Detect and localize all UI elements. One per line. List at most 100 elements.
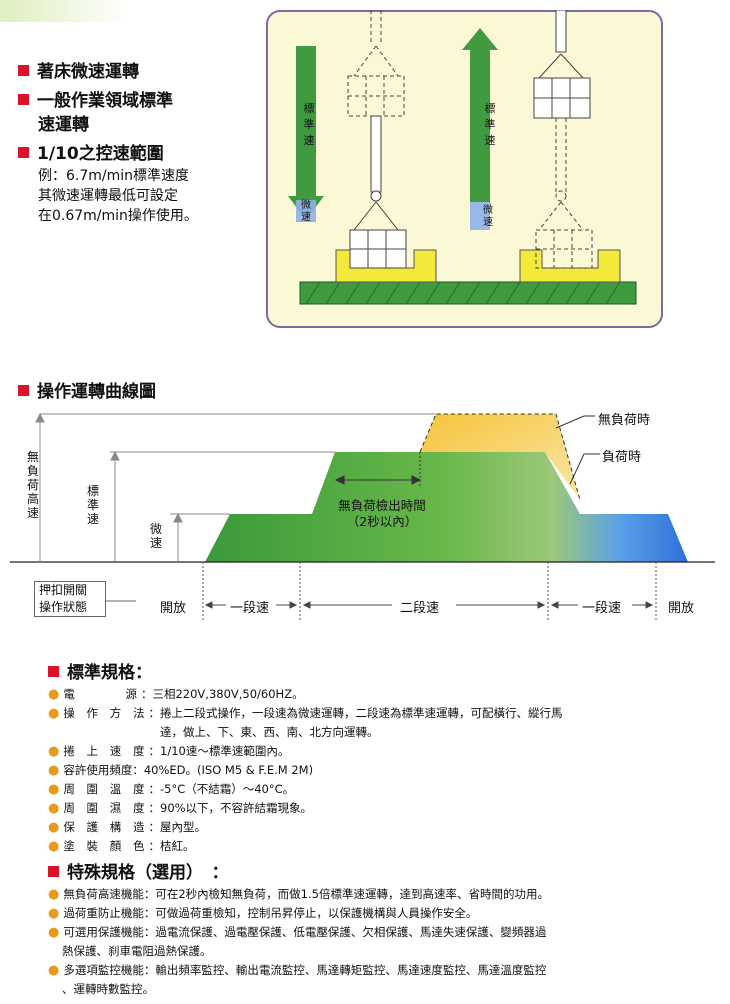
hoist-illustration — [288, 10, 637, 305]
bullet-dot-icon: ● — [48, 887, 60, 902]
down-arrow-label: 標 準 速 — [303, 101, 315, 149]
feature-example-line: 其微速運轉最低可設定 — [38, 188, 178, 204]
spec-value-cont: 達，做上、下、東、西、南、北方向運轉。 — [160, 725, 379, 739]
bullet-square-icon — [18, 65, 29, 76]
legend-leader-load — [569, 453, 600, 485]
spec-item: ●操 作 方 法：捲上二段式操作，一段速為微速運轉，二段速為標準速運轉，可配橫行… — [48, 703, 563, 724]
spec-label: 塗 裝 顏 色 — [63, 839, 149, 853]
state-label: 一段速 — [230, 601, 270, 616]
base-right — [519, 249, 621, 283]
bullet-dot-icon: ● — [48, 925, 60, 940]
label-char: 微 — [301, 200, 311, 211]
bullet-dot-icon: ● — [48, 801, 60, 816]
spec-label: 電 源 — [63, 687, 141, 701]
feature-text: 1/10之控速範圍 — [37, 144, 164, 164]
hook-dashed-right — [535, 118, 593, 269]
top-accent — [0, 0, 130, 22]
state-label: 開放 — [160, 601, 187, 616]
special-item: ●無負荷高速機能：可在2秒內檢知無負荷，而做1.5倍標準速運轉，達到高速率、省時… — [48, 884, 549, 905]
label-char: 標 — [303, 102, 315, 115]
feature-example-line: 在0.67m/min操作使用。 — [38, 208, 198, 224]
bullet-dot-icon: ● — [48, 763, 60, 778]
no-load-area — [420, 414, 580, 500]
bullet-dot-icon: ● — [48, 963, 60, 978]
bullet-dot-icon: ● — [48, 820, 60, 835]
y-label-standard-speed: 標準速 — [87, 484, 100, 526]
spec-value: 1/10速～標準速範圍內。 — [160, 744, 290, 758]
up-arrow-tip-label: 微 速 — [482, 205, 494, 229]
state-dividers — [202, 562, 657, 620]
up-arrow-icon — [462, 28, 498, 230]
bullet-dot-icon: ● — [48, 839, 60, 854]
bullet-square-icon — [48, 666, 59, 677]
special-heading-colon: ： — [194, 863, 229, 883]
special-text: 無負荷高速機能：可在2秒內檢知無負荷，而做1.5倍標準速運轉，達到高速率、省時間… — [63, 887, 549, 901]
feature-1: 著床微速運轉 — [18, 60, 139, 84]
spec-value: 桔紅。 — [160, 839, 195, 853]
spec-value: -5°C（不結霜）～40°C。 — [160, 782, 295, 796]
feature-2: 一般作業領域標準 — [18, 89, 173, 113]
spec-value: 40%ED。(ISO M5 & F.E.M 2M) — [143, 763, 314, 777]
label-char: 速 — [483, 217, 493, 228]
spec-heading-text: 標準規格 — [67, 663, 135, 683]
special-item: ●過荷重防止機能：可做過荷重檢知，控制吊昇停止，以保護機構與人員操作安全。 — [48, 903, 477, 924]
special-text: 過荷重防止機能：可做過荷重檢知，控制吊昇停止，以保護機構與人員操作安全。 — [63, 906, 478, 920]
bullet-dot-icon: ● — [48, 687, 60, 702]
spec-label: 捲 上 速 度 — [63, 744, 149, 758]
bullet-dot-icon: ● — [48, 744, 60, 759]
special-heading: 特殊規格（選用） ： — [48, 858, 229, 883]
level-arrows — [35, 412, 183, 562]
hook-solid-right — [533, 10, 591, 119]
operation-curve — [10, 412, 715, 620]
spec-item: ●周 圍 溫 度：-5°C（不結霜）～40°C。 — [48, 779, 294, 800]
special-item: ●多選項監控機能：輸出頻率監控、輸出電流監控、馬達轉矩監控、馬達速度監控、馬達溫… — [48, 960, 546, 981]
bullet-dot-icon: ● — [48, 706, 60, 721]
floor-hatch — [305, 281, 621, 305]
special-item: ●可選用保護機能：過電流保護、過電壓保護、低電壓保護、欠相保護、馬達失速保護、變… — [48, 922, 546, 943]
spec-item: ●容許使用頻度：40%ED。(ISO M5 & F.E.M 2M) — [48, 763, 314, 778]
spec-item: ●塗 裝 顏 色：桔紅。 — [48, 836, 195, 857]
detect-span-arrow — [334, 452, 422, 488]
bullet-square-icon — [18, 147, 29, 158]
state-label: 二段速 — [400, 601, 440, 616]
spec-label: 操 作 方 法 — [63, 706, 149, 720]
special-text-cont: 、運轉時數監控。 — [62, 982, 154, 996]
bullet-square-icon — [48, 866, 59, 877]
legend-no-load: 無負荷時 — [598, 413, 651, 428]
spec-item: ●周 圍 濕 度：90%以下，不容許結霜現象。 — [48, 798, 312, 819]
hook-solid-left — [349, 115, 407, 269]
detect-line: 無負荷檢出時間 — [338, 498, 426, 513]
y-label-high-speed: 無負荷高速 — [27, 450, 40, 520]
spec-item: ●電 源：三相220V,380V,50/60HZ。 — [48, 684, 304, 705]
load-area — [205, 452, 688, 562]
state-box-line: 押扣開關 — [39, 583, 88, 597]
detect-line: （2秒以內） — [346, 514, 418, 529]
spec-item: ●保 護 構 造：屋內型。 — [48, 817, 206, 838]
bullet-dot-icon: ● — [48, 906, 60, 921]
spec-label: 周 圍 濕 度 — [63, 801, 149, 815]
up-arrow-label: 標 準 速 — [484, 101, 496, 149]
spec-item: ●捲 上 速 度：1/10速～標準速範圍內。 — [48, 741, 289, 762]
legend-leader-no-load — [555, 415, 595, 429]
spec-value: 90%以下，不容許結霜現象。 — [160, 801, 313, 815]
feature-text-cont: 速運轉 — [38, 115, 89, 135]
label-char: 準 — [303, 118, 315, 131]
spec-heading-colon: ： — [135, 663, 152, 683]
label-char: 標 — [484, 102, 496, 115]
state-label: 一段速 — [582, 601, 622, 616]
feature-example-line: 例：6.7m/min標準速度 — [38, 168, 190, 184]
label-char: 速 — [301, 212, 311, 223]
spec-value: 屋內型。 — [160, 820, 206, 834]
feature-text: 著床微速運轉 — [37, 62, 139, 82]
spec-label: 周 圍 溫 度 — [63, 782, 149, 796]
state-label: 開放 — [668, 601, 695, 616]
special-text-cont: 熱保護、刹車電阻過熱保護。 — [62, 944, 212, 958]
down-arrow-tip-label: 微 速 — [300, 200, 312, 224]
spec-label: 容許使用頻度 — [63, 763, 133, 777]
state-pointer-icon — [106, 600, 136, 602]
special-text: 多選項監控機能：輸出頻率監控、輸出電流監控、馬達轉矩監控、馬達速度監控、馬達溫度… — [63, 963, 547, 977]
no-load-outline — [419, 413, 581, 501]
feature-text: 一般作業領域標準 — [37, 91, 173, 111]
switch-state-box: 押扣開關 操作狀態 — [34, 581, 106, 617]
down-arrow-icon — [288, 46, 324, 222]
